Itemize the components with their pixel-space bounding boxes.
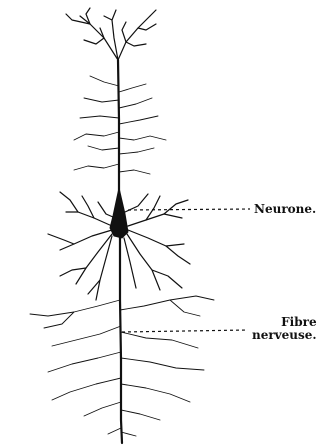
fibre-nerveuse-label: Fibre nerveuse. [252,316,317,342]
apical-tuft [66,8,156,60]
soma [110,188,128,238]
fibre-leader-line [122,330,248,332]
neurone-leader-line [128,209,250,210]
fibre-label-line2: nerveuse. [252,329,317,342]
main-trunk [118,60,122,443]
neurone-label: Neurone. [254,203,316,216]
